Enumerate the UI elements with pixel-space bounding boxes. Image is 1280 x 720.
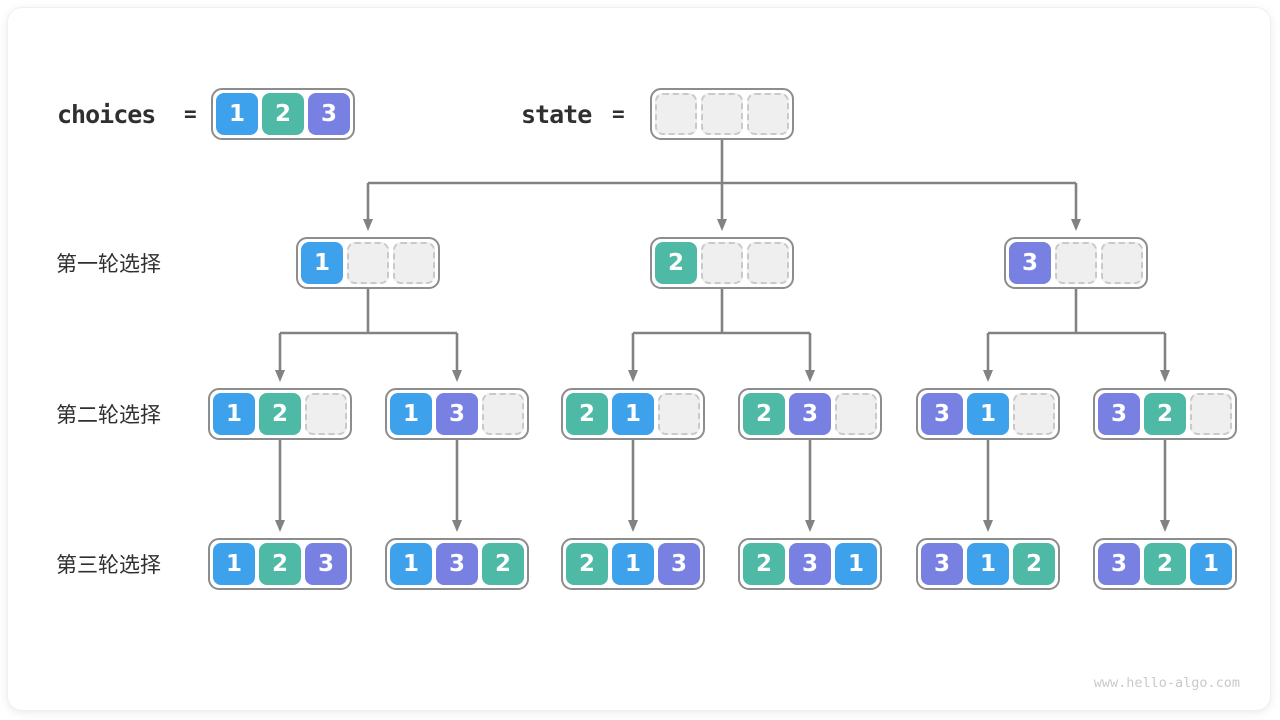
- tree-node: 2: [650, 237, 794, 289]
- value-cell: 1: [213, 393, 255, 435]
- value-cell: 1: [835, 543, 877, 585]
- value-cell: 3: [1009, 242, 1051, 284]
- value-cell: 3: [921, 393, 963, 435]
- row-label-round-1: 第一轮选择: [56, 253, 161, 276]
- value-cell: 1: [213, 543, 255, 585]
- tree-node: 1: [296, 237, 440, 289]
- empty-cell: [393, 242, 435, 284]
- value-cell: 2: [1144, 393, 1186, 435]
- value-cell: 2: [1144, 543, 1186, 585]
- value-cell: 1: [216, 93, 258, 135]
- value-cell: 2: [482, 543, 524, 585]
- value-cell: 1: [612, 543, 654, 585]
- row-label-round-2: 第二轮选择: [56, 404, 161, 427]
- state-box-root: [650, 88, 794, 140]
- empty-cell: [1190, 393, 1232, 435]
- value-cell: 3: [436, 543, 478, 585]
- row-label-round-3: 第三轮选择: [56, 554, 161, 577]
- value-cell: 3: [305, 543, 347, 585]
- empty-cell: [835, 393, 877, 435]
- value-cell: 2: [566, 393, 608, 435]
- value-cell: 3: [308, 93, 350, 135]
- empty-cell: [1055, 242, 1097, 284]
- value-cell: 1: [967, 543, 1009, 585]
- edges-round2-to-round3: [275, 440, 1170, 532]
- value-cell: 3: [789, 543, 831, 585]
- value-cell: 2: [566, 543, 608, 585]
- empty-cell: [655, 93, 697, 135]
- value-cell: 1: [301, 242, 343, 284]
- value-cell: 2: [259, 393, 301, 435]
- value-cell: 1: [612, 393, 654, 435]
- value-cell: 1: [390, 543, 432, 585]
- tree-node: 3: [1004, 237, 1148, 289]
- watermark: www.hello-algo.com: [1093, 675, 1240, 691]
- empty-cell: [701, 242, 743, 284]
- value-cell: 2: [743, 543, 785, 585]
- empty-cell: [305, 393, 347, 435]
- value-cell: 2: [743, 393, 785, 435]
- empty-cell: [747, 242, 789, 284]
- empty-cell: [1101, 242, 1143, 284]
- value-cell: 1: [967, 393, 1009, 435]
- empty-cell: [701, 93, 743, 135]
- empty-cell: [1013, 393, 1055, 435]
- value-cell: 3: [1098, 393, 1140, 435]
- empty-cell: [347, 242, 389, 284]
- edges-root-to-round1: [363, 134, 1081, 231]
- state-equals-sign: =: [612, 102, 625, 126]
- value-cell: 3: [921, 543, 963, 585]
- empty-cell: [747, 93, 789, 135]
- value-cell: 3: [658, 543, 700, 585]
- edges-round1-to-round2: [275, 289, 1170, 382]
- value-cell: 3: [789, 393, 831, 435]
- choices-label: choices: [57, 99, 156, 129]
- choices-equals-sign: =: [184, 102, 197, 126]
- value-cell: 2: [1013, 543, 1055, 585]
- empty-cell: [658, 393, 700, 435]
- state-label: state: [521, 99, 592, 129]
- value-cell: 2: [262, 93, 304, 135]
- value-cell: 2: [259, 543, 301, 585]
- value-cell: 1: [1190, 543, 1232, 585]
- value-cell: 1: [390, 393, 432, 435]
- value-cell: 3: [436, 393, 478, 435]
- value-cell: 3: [1098, 543, 1140, 585]
- empty-cell: [482, 393, 524, 435]
- value-cell: 2: [655, 242, 697, 284]
